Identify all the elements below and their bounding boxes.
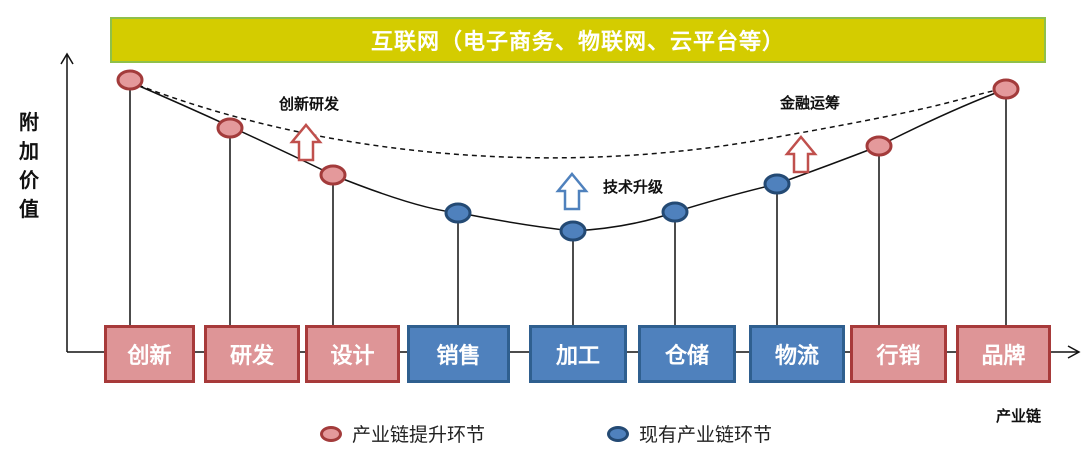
stage-label: 物流 xyxy=(774,344,819,369)
legend-upgrade-label: 产业链提升环节 xyxy=(352,424,486,446)
y-axis-label: 附加价值 xyxy=(19,110,39,221)
stage-label: 销售 xyxy=(436,344,481,369)
stage-box-0: 创新 xyxy=(104,325,195,383)
legend-existing-dot xyxy=(607,425,629,442)
x-axis-arrowhead xyxy=(1067,345,1081,359)
banner-text: 互联网（电子商务、物联网、云平台等） xyxy=(370,30,785,55)
stage-box-5: 仓储 xyxy=(638,325,736,383)
existing-node-6 xyxy=(763,173,791,195)
x-axis-label: 产业链 xyxy=(996,407,1042,425)
annotation-rd: 创新研发 xyxy=(279,95,340,113)
blue-up-arrow-tech xyxy=(555,172,589,211)
legend-existing: 现有产业链环节 xyxy=(607,420,772,447)
upgrade-node-8 xyxy=(992,78,1020,100)
stage-box-7: 行销 xyxy=(850,325,947,383)
upgrade-node-0 xyxy=(116,69,144,91)
curve-nodes xyxy=(116,69,1020,242)
legend-upgrade: 产业链提升环节 xyxy=(320,420,485,447)
stage-label: 设计 xyxy=(330,344,375,369)
annotation-finance: 金融运筹 xyxy=(780,94,841,112)
existing-node-5 xyxy=(661,201,689,223)
red-up-arrow-finance xyxy=(784,135,818,174)
red-up-arrow-rd xyxy=(289,123,323,162)
stage-label: 品牌 xyxy=(981,344,1026,369)
upgrade-node-2 xyxy=(319,164,347,186)
stage-box-3: 销售 xyxy=(407,325,510,383)
upgrade-node-7 xyxy=(865,135,893,157)
stage-label: 研发 xyxy=(229,344,274,369)
stage-box-8: 品牌 xyxy=(956,325,1051,383)
stage-box-1: 研发 xyxy=(204,325,300,383)
stage-box-4: 加工 xyxy=(529,325,627,383)
internet-banner: 互联网（电子商务、物联网、云平台等） xyxy=(110,17,1046,63)
annotation-tech: 技术升级 xyxy=(603,178,664,196)
drop-lines xyxy=(129,80,1007,325)
upgrade-node-1 xyxy=(216,117,244,139)
stage-box-6: 物流 xyxy=(749,325,845,383)
stage-label: 仓储 xyxy=(664,344,709,369)
existing-node-4 xyxy=(559,220,587,242)
stage-box-2: 设计 xyxy=(305,325,400,383)
y-axis-arrowhead xyxy=(60,52,74,65)
existing-node-3 xyxy=(444,202,472,224)
stage-label: 行销 xyxy=(876,344,921,369)
legend-existing-label: 现有产业链环节 xyxy=(639,424,773,446)
stage-label: 创新 xyxy=(127,344,172,369)
legend-upgrade-dot xyxy=(320,425,342,442)
stage-label: 加工 xyxy=(555,344,600,369)
